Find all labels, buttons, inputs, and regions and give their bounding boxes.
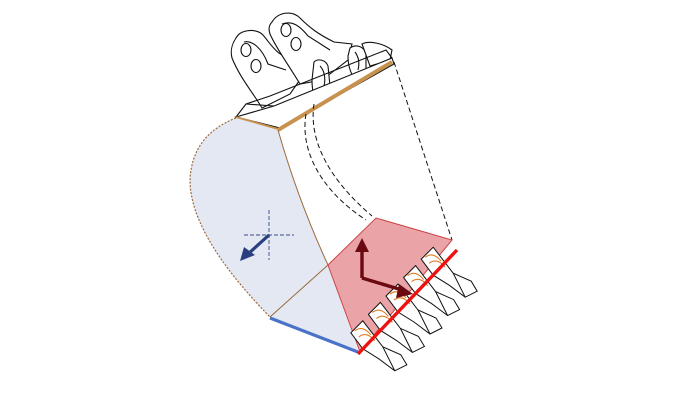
ear-hole-3 bbox=[280, 22, 292, 38]
tooth bbox=[350, 320, 408, 372]
bottom-edge bbox=[269, 316, 359, 354]
axis-vertical-head bbox=[355, 238, 369, 252]
left-ear-inner bbox=[243, 41, 287, 71]
side-plate-front-edge bbox=[277, 129, 329, 266]
tooth bbox=[420, 246, 478, 298]
tooth-tip-line bbox=[417, 309, 431, 335]
hidden-curve-inner-2 bbox=[304, 113, 367, 221]
hinge-ring-2 bbox=[354, 51, 360, 71]
tooth-body bbox=[350, 320, 408, 372]
tooth-body bbox=[420, 246, 478, 298]
side-plate-face bbox=[190, 118, 328, 317]
cutting-face-axis-icon bbox=[355, 238, 413, 298]
top-bar-face bbox=[233, 57, 395, 129]
cutting-edge bbox=[356, 248, 459, 356]
hidden-curve-inner bbox=[312, 103, 373, 217]
top-bar-back bbox=[235, 49, 393, 118]
axis-horizontal-head bbox=[396, 284, 413, 298]
tooth-tip-line bbox=[382, 346, 396, 372]
top-edge-long bbox=[276, 60, 394, 132]
top-bar bbox=[233, 49, 395, 129]
bottom-plate-face bbox=[270, 265, 358, 350]
axis-horizontal bbox=[361, 276, 403, 292]
tooth bbox=[402, 264, 461, 317]
tooth-tip-line bbox=[435, 291, 449, 316]
tooth-body bbox=[367, 301, 426, 353]
tooth-tip-line bbox=[452, 272, 466, 298]
side-plate-edge bbox=[189, 117, 271, 318]
tooth-body bbox=[402, 264, 461, 317]
ear-hole-1 bbox=[240, 42, 252, 58]
top-bar-ridge bbox=[245, 103, 275, 107]
tooth-tip-line bbox=[399, 328, 413, 353]
ear-hole-2 bbox=[250, 58, 262, 74]
hidden-line-back bbox=[393, 61, 453, 241]
ear-hole-4 bbox=[290, 36, 302, 52]
side-normal-arrow-icon bbox=[240, 233, 271, 261]
side-plate-lower-line bbox=[269, 264, 329, 318]
hidden-lines bbox=[304, 61, 453, 241]
teeth bbox=[350, 246, 478, 372]
